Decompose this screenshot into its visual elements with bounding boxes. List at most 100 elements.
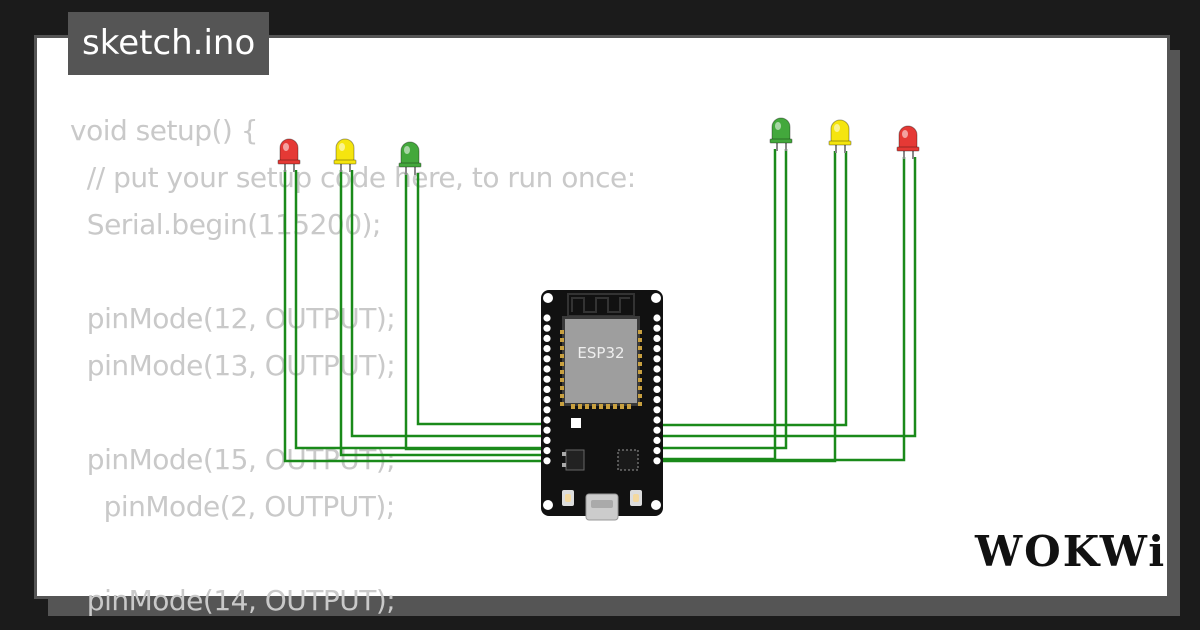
module-pad [560,330,564,334]
header-pin [543,396,551,404]
module-pad [638,394,642,398]
led-body [830,119,850,144]
code-line: Serial.begin(115200); [70,208,382,241]
led-yellow [828,119,852,153]
header-pin [543,345,551,353]
voltage-regulator [565,449,585,471]
led-rim [828,140,852,146]
wire [656,149,777,461]
header-pin [653,416,661,424]
module-pad [560,354,564,358]
led-highlight [902,130,908,138]
module-pad [638,378,642,382]
usb-port-inner [591,500,613,508]
module-pad [613,404,617,409]
module-pad [560,338,564,342]
button-cap [633,494,639,502]
wire [404,173,545,451]
module-pad [638,386,642,390]
led-rim [277,159,301,165]
header-pin [653,314,661,322]
header-pin [653,334,661,342]
header-pin [543,314,551,322]
led-red [896,125,920,159]
module-pad [560,370,564,374]
module-pad [585,404,589,409]
module-pad [606,404,610,409]
header-pin [653,355,661,363]
wire [656,151,848,427]
code-line: pinMode(2, OUTPUT); [70,490,396,523]
header-pin [543,426,551,434]
led-body [898,125,918,150]
module-pad [578,404,582,409]
header-pin [543,385,551,393]
led-rim [769,138,793,144]
module-pad [620,404,624,409]
header-pin [653,406,661,414]
module-pad [627,404,631,409]
wire [294,170,545,450]
file-name-tab[interactable]: sketch.ino [68,12,270,75]
module-shield [565,319,637,403]
led-highlight [404,146,410,154]
pin [562,452,566,456]
wire [656,149,788,450]
mounting-hole [543,500,553,510]
header-pin [543,447,551,455]
led-yellow [333,138,357,172]
code-line: pinMode(12, OUTPUT); [70,302,396,335]
module-pad [638,354,642,358]
header-pin [653,365,661,373]
code-line: pinMode(14, OUTPUT); [70,584,396,617]
led-highlight [283,143,289,151]
mounting-hole [651,500,661,510]
header-pin [653,447,661,455]
module-pad [592,404,596,409]
code-line: pinMode(13, OUTPUT); [70,349,396,382]
module-pad [560,346,564,350]
header-pin [653,436,661,444]
header-pin [543,457,551,465]
header-pin [543,324,551,332]
module-pad [560,386,564,390]
led-body [279,138,299,163]
wire [656,157,917,438]
header-pin [543,406,551,414]
led-green [398,141,422,175]
led-body [400,141,420,166]
module-pad [599,404,603,409]
wire [339,170,545,457]
led-red [277,138,301,172]
header-pin [653,375,661,383]
chip-label: ESP32 [577,344,624,362]
mounting-hole [543,293,553,303]
wire [350,170,545,438]
module-pad [560,362,564,366]
led-body [771,117,791,142]
led-body [335,138,355,163]
usb-uart-chip [617,449,639,471]
header-pin [543,416,551,424]
led-green [769,117,793,151]
smd-component [571,418,581,428]
header-pin [543,334,551,342]
wire [283,170,545,463]
module-pad [560,402,564,406]
led-rim [896,146,920,152]
module-pad [638,362,642,366]
header-pin [653,385,661,393]
module-pad [560,378,564,382]
led-highlight [775,122,781,130]
wire [416,173,545,426]
module-pad [638,346,642,350]
led-highlight [339,143,345,151]
antenna-trace [571,297,630,313]
header-pin [543,365,551,373]
module-pad [571,404,575,409]
header-pin [653,324,661,332]
code-line: void setup() { [70,114,259,147]
button-cap [565,494,571,502]
led-rim [398,162,422,168]
